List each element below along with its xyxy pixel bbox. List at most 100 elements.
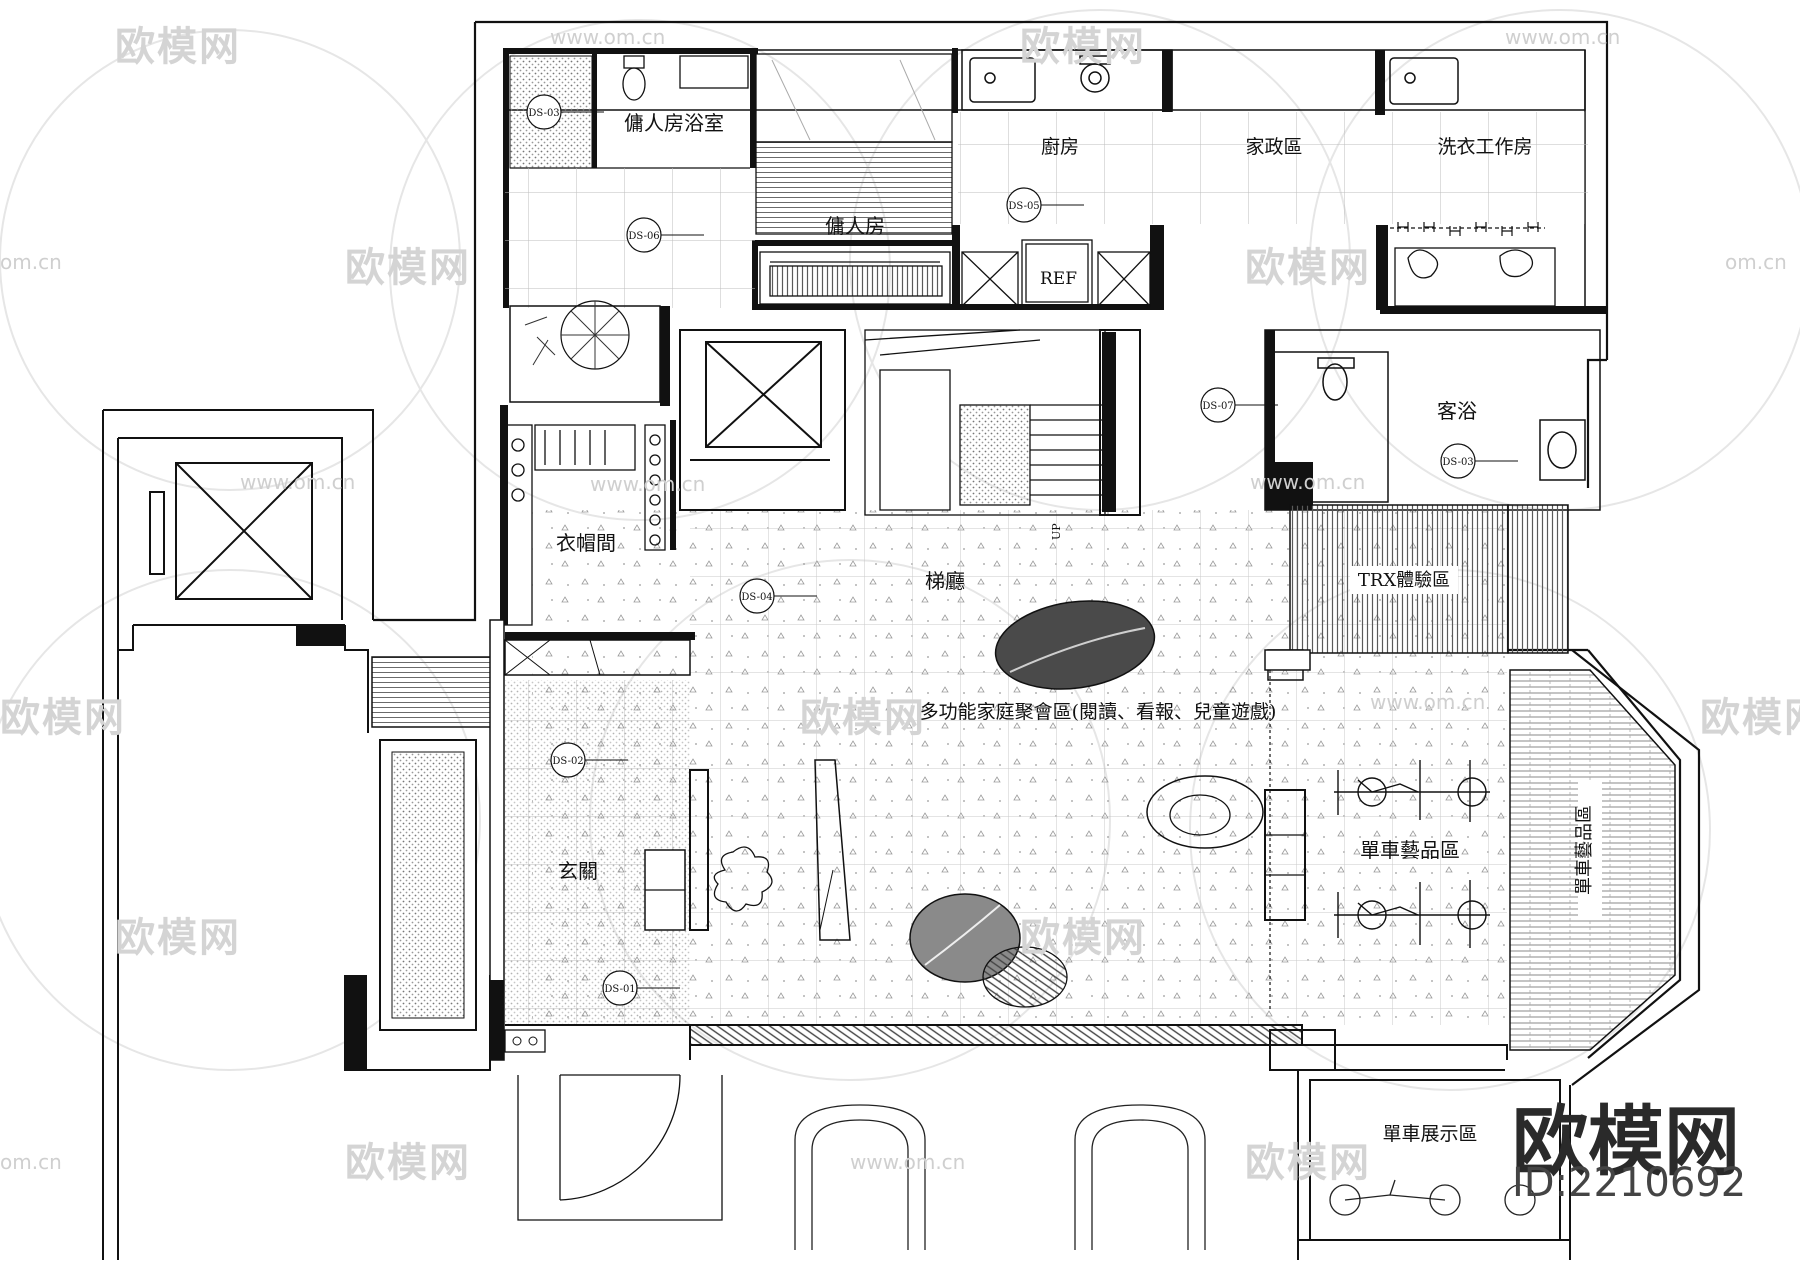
watermark-text: 欧模网	[345, 1140, 471, 1186]
section-tag-label: DS-03	[528, 108, 559, 119]
lounge-table	[814, 759, 851, 941]
courtyard-wall	[660, 306, 670, 406]
section-tag: DS-04	[739, 578, 817, 614]
section-tag-label: DS-01	[604, 984, 635, 995]
section-tag: DS-07	[1200, 387, 1278, 423]
foyer-closet	[504, 1029, 546, 1053]
lounge-table-edge	[819, 869, 834, 931]
section-tag-circle	[1440, 443, 1476, 479]
bike-art-bay-label-bg	[1578, 780, 1602, 920]
bike-stand-lower	[1334, 880, 1490, 948]
model-id-label: ID:2210692	[1512, 1160, 1747, 1206]
laundry-base-wall	[1380, 306, 1608, 314]
watermark-text: 欧模网	[1700, 695, 1800, 741]
room-label-guest-bath: 客浴	[1437, 399, 1477, 423]
cloakroom-cabinet-lines	[504, 639, 601, 676]
section-tag: DS-02	[550, 742, 628, 778]
bike-shelf	[1264, 789, 1306, 921]
section-tag-circle	[550, 742, 586, 778]
laundry-counter	[1390, 227, 1556, 307]
stair-up-label: UP	[1050, 523, 1063, 540]
lounge-round-seat-inner	[1169, 794, 1231, 836]
bike-shelf-lines	[1265, 834, 1305, 876]
wardrobe-cabinets	[759, 239, 1151, 307]
trx-floor-side	[1507, 504, 1569, 654]
guest-bath-wall	[1265, 330, 1275, 510]
room-label-housekeeping: 家政區	[1245, 136, 1302, 158]
watermark-text: 欧模网	[1245, 1140, 1371, 1186]
watermark-url: om.cn	[0, 1150, 62, 1174]
room-label-kitchen: 廚房	[1041, 135, 1079, 158]
section-tag: DS-06	[626, 217, 704, 253]
lounge-rug-stripe	[1009, 627, 1146, 673]
stair-core-fill	[1102, 332, 1116, 512]
section-tag-circle	[1200, 387, 1236, 423]
display-bicycle	[1329, 1179, 1536, 1216]
section-tag-circle	[602, 970, 638, 1006]
room-label-stair-hall: 梯廳	[925, 569, 965, 593]
section-tag: DS-01	[602, 970, 680, 1006]
maid-bed	[755, 53, 953, 235]
lounge-round-seat	[1146, 775, 1264, 849]
room-label-bike-art-area: 單車藝品區	[1360, 838, 1460, 862]
room-label-laundry: 洗衣工作房	[1437, 136, 1532, 158]
watermark-text: 欧模网	[345, 245, 471, 291]
room-label-bike-display: 單車展示區	[1382, 1123, 1477, 1145]
watermark-url: www.om.cn	[850, 1150, 966, 1174]
cloakroom-cabinet	[504, 639, 691, 676]
watermark-url: www.om.cn	[1370, 690, 1486, 714]
parking-car-outlines	[794, 1104, 1206, 1250]
stair	[864, 329, 1106, 516]
room-label-foyer: 玄關	[558, 859, 598, 883]
room-label-family-lounge: 多功能家庭聚會區(閱讀、看報、兒童遊戲)	[920, 701, 1277, 723]
room-label-maid-room: 傭人房	[825, 214, 885, 238]
watermark-url: www.om.cn	[550, 25, 666, 49]
lounge-flower-rug	[713, 846, 773, 912]
section-tag-label: DS-05	[1008, 201, 1039, 212]
terrace-pool-inner	[391, 751, 465, 1019]
section-tag-label: DS-07	[1202, 401, 1233, 412]
section-tag-label: DS-03	[1442, 457, 1473, 468]
watermark-url: www.om.cn	[1505, 25, 1621, 49]
foyer-west-wall-fill	[490, 980, 504, 1060]
room-label-maid-bath: 傭人房浴室	[624, 111, 724, 135]
section-tag: DS-03	[526, 94, 604, 130]
section-tag-circle	[626, 217, 662, 253]
courtyard-planter	[509, 300, 661, 403]
lounge-rug-oval	[994, 600, 1156, 690]
guest-bath-corner	[1265, 462, 1313, 510]
section-tag-circle	[526, 94, 562, 130]
lounge-partition	[1264, 649, 1311, 671]
room-label-bike-art-side: 單車藝品區	[1574, 805, 1595, 895]
kitchen-floor-grid	[958, 112, 1588, 224]
terrace-wall-fill	[345, 975, 367, 1070]
bike-stand-upper	[1334, 760, 1490, 822]
watermark-text: 欧模网	[115, 24, 241, 70]
lounge-pouf-lower	[982, 946, 1068, 1008]
section-tag-label: DS-04	[741, 592, 772, 603]
foyer-bench	[689, 769, 709, 931]
watermark-text: 欧模网	[1245, 245, 1371, 291]
watermark-text: 欧模网	[1020, 915, 1146, 961]
room-label-trx-area: TRX體驗區	[1358, 570, 1450, 591]
section-tag: DS-05	[1006, 187, 1084, 223]
laundry-hangers	[1397, 222, 1539, 236]
watermark-url: om.cn	[0, 250, 62, 274]
room-label-cloakroom: 衣帽間	[556, 531, 616, 555]
watermark-url: www.om.cn	[1250, 470, 1366, 494]
west-annex-walls	[102, 409, 374, 1260]
elevator	[679, 329, 846, 511]
entrance-door	[517, 1074, 723, 1221]
south-wall	[505, 1024, 1508, 1071]
watermark-text: 欧模网	[115, 915, 241, 961]
stair-core-wall	[1099, 329, 1141, 516]
terrace-decking	[371, 656, 495, 728]
section-tag-circle	[739, 578, 775, 614]
watermark-text: 欧模网	[0, 695, 126, 741]
watermark-url: www.om.cn	[590, 472, 706, 496]
fixture-label-ref: REF	[1040, 269, 1077, 289]
